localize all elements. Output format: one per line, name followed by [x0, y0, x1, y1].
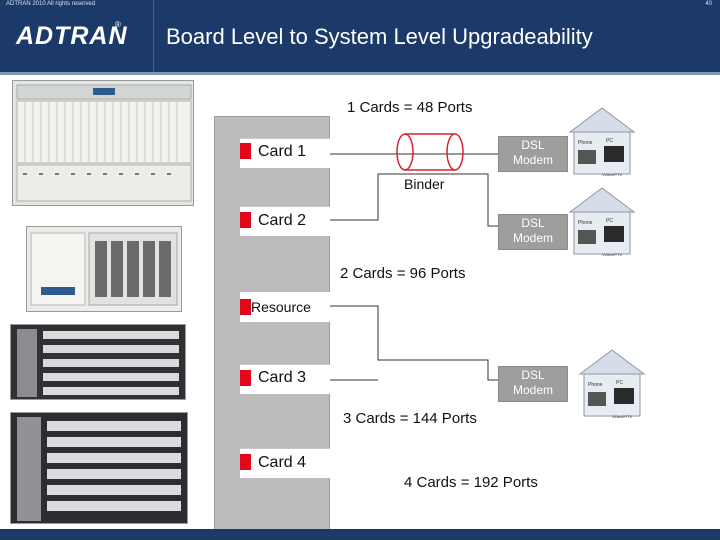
- customer-house-3-icon: Phone PC Video/IPTV: [578, 349, 646, 419]
- three-cards-ports-label: 3 Cards = 144 Ports: [343, 410, 477, 427]
- small-chassis-drawing: [30, 232, 178, 306]
- card-2-indicator: [240, 212, 251, 228]
- house-3-phone-label: Phone: [588, 382, 603, 388]
- dsl-modem-1-label-top: DSL: [521, 138, 545, 152]
- house-1-video-label: Video/IPTV: [602, 172, 622, 177]
- house-1-pc-label: PC: [606, 138, 613, 144]
- slide-title: Board Level to System Level Upgradeabili…: [166, 24, 593, 49]
- house-2-pc-label: PC: [606, 218, 613, 224]
- binder-ellipses: [396, 133, 464, 171]
- card-4-label: Card 4: [258, 454, 307, 471]
- card-2-label: Card 2: [258, 212, 307, 229]
- card-4-indicator: [240, 454, 251, 470]
- card-3-label: Card 3: [258, 369, 307, 386]
- dsl-modem-2: [498, 214, 568, 250]
- binder-label: Binder: [404, 176, 445, 192]
- house-3-video-label: Video/IPTV: [612, 414, 632, 419]
- footer-bar: [0, 529, 720, 540]
- house-2-phone-label: Phone: [578, 220, 593, 226]
- card-slot-4: [240, 448, 330, 478]
- house-2-video-label: Video/IPTV: [602, 252, 622, 257]
- footer-copyright: ADTRAN 2010 All rights reserved: [6, 1, 96, 7]
- dark-chassis-image: [10, 324, 186, 400]
- card-1-label: Card 1: [258, 143, 307, 160]
- header-divider: [153, 0, 154, 72]
- large-chassis-image: [12, 80, 194, 206]
- customer-house-2-icon: Phone PC Video/IPTV: [568, 187, 636, 257]
- house-3-pc-label: PC: [616, 380, 623, 386]
- card-slot-1: [240, 138, 330, 168]
- card-slot-2: [240, 206, 330, 236]
- header-bar: [0, 0, 720, 72]
- small-chassis-image: [26, 226, 182, 312]
- card-3-indicator: [240, 370, 251, 386]
- dsl-modem-3-label-top: DSL: [521, 368, 545, 382]
- one-card-ports-label: 1 Cards = 48 Ports: [347, 99, 473, 116]
- dsl-modem-1-label-bottom: Modem: [512, 153, 553, 167]
- dark-chassis-drawing: [17, 329, 179, 397]
- card-slot-3: [240, 364, 330, 394]
- card-1-indicator: [240, 143, 251, 159]
- header-rule: [0, 72, 720, 75]
- dsl-modem-1: [498, 136, 568, 172]
- registered-mark: ®: [115, 20, 121, 29]
- resource-card-label: Resource: [251, 299, 311, 315]
- large-chassis-drawing: [16, 84, 192, 202]
- dsl-modem-3-label-bottom: Modem: [512, 383, 553, 397]
- dark-chassis-large-drawing: [17, 417, 181, 521]
- customer-house-1-icon: Phone PC Video/IPTV: [568, 107, 636, 177]
- resource-card-slot: [240, 292, 330, 322]
- two-cards-ports-label: 2 Cards = 96 Ports: [340, 265, 466, 282]
- resource-card-indicator: [240, 299, 251, 315]
- dsl-modem-2-label-top: DSL: [521, 216, 545, 230]
- four-cards-ports-label: 4 Cards = 192 Ports: [404, 474, 538, 491]
- adtran-logo: ADTRAN: [16, 22, 128, 50]
- footer-page-number: 40: [705, 1, 712, 7]
- dsl-modem-3: [498, 366, 568, 402]
- house-1-phone-label: Phone: [578, 140, 593, 146]
- dsl-modem-2-label-bottom: Modem: [512, 231, 553, 245]
- dark-chassis-large-image: [10, 412, 188, 524]
